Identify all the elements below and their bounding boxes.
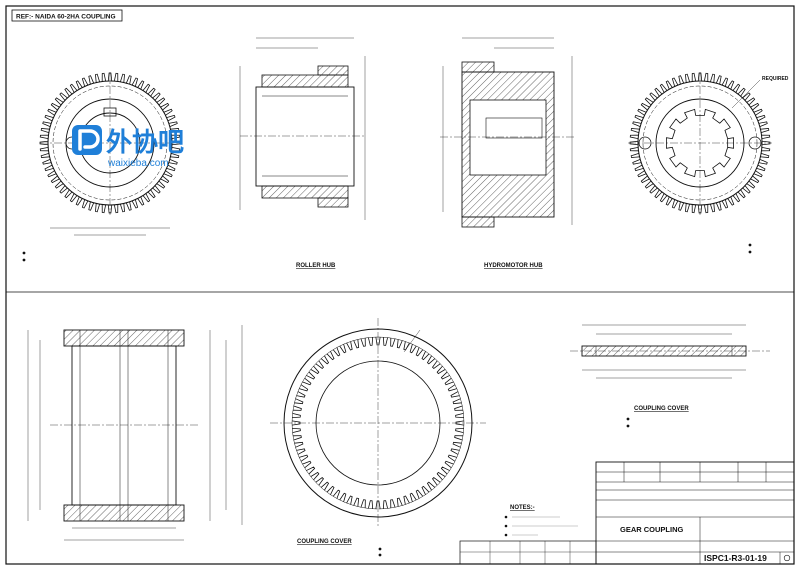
watermark: 外协吧 waixieba.com [72, 125, 184, 169]
watermark-url: waixieba.com [107, 158, 169, 169]
hydromotor-hub-view [440, 37, 575, 228]
ref-label: REF:- NAIDA 60-2HA COUPLING [16, 14, 116, 21]
splined-gear-view [628, 72, 772, 254]
ref-label-box [11, 9, 123, 22]
coupling-cover-main-label: COUPLING COVER [297, 539, 352, 545]
internal-gear-view [270, 318, 486, 557]
title-block [459, 461, 795, 565]
hydromotor-hub-label: HYDROMOTOR HUB [484, 263, 543, 269]
sleeve-section-view [27, 325, 243, 541]
drawing-number: ISPC1-R3-01-19 [704, 553, 767, 563]
cover-plate-view [570, 324, 770, 428]
required-note: REQUIRED [762, 76, 789, 82]
notes-title: NOTES:- [510, 505, 535, 511]
notes-block: NOTES:- [504, 505, 578, 537]
spline-bore [666, 108, 734, 178]
roller-hub-view [239, 37, 366, 220]
gear-teeth [39, 72, 181, 214]
roller-hub-label: ROLLER HUB [296, 263, 336, 269]
external-gear-view [22, 72, 181, 262]
sheet-border [5, 5, 795, 565]
drawing-title: GEAR COUPLING [620, 525, 684, 534]
watermark-brand: 外协吧 [106, 127, 184, 157]
coupling-cover-side-label: COUPLING COVER [634, 406, 689, 412]
